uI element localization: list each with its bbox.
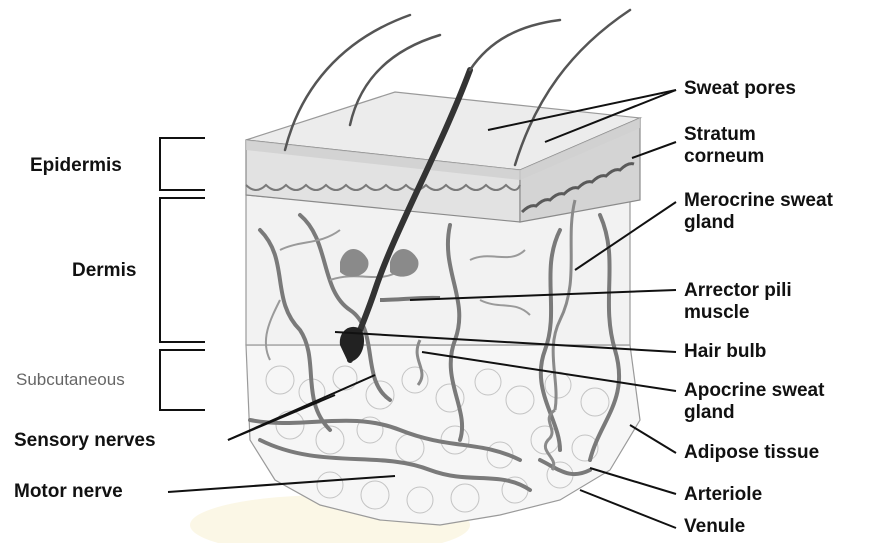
label-venule: Venule xyxy=(684,516,745,538)
label-arrector-pili-muscle: Arrector pili muscle xyxy=(684,280,792,324)
label-stratum-corneum: Stratum corneum xyxy=(684,124,764,168)
label-apocrine-line1: Apocrine sweat xyxy=(684,380,824,402)
label-merocrine-sweat-gland: Merocrine sweat gland xyxy=(684,190,833,234)
label-epidermis: Epidermis xyxy=(30,155,122,177)
label-apocrine-sweat-gland: Apocrine sweat gland xyxy=(684,380,824,424)
label-arteriole: Arteriole xyxy=(684,484,762,506)
label-arrector-line1: Arrector pili xyxy=(684,280,792,302)
label-arrector-line2: muscle xyxy=(684,302,792,324)
label-stratum-corneum-line2: corneum xyxy=(684,146,764,168)
label-merocrine-line1: Merocrine sweat xyxy=(684,190,833,212)
label-adipose-tissue: Adipose tissue xyxy=(684,442,819,464)
label-hair-bulb: Hair bulb xyxy=(684,341,766,363)
label-subcutaneous: Subcutaneous xyxy=(16,369,125,391)
label-merocrine-line2: gland xyxy=(684,212,833,234)
label-sensory-nerves: Sensory nerves xyxy=(14,430,156,452)
label-motor-nerve: Motor nerve xyxy=(14,481,123,503)
label-sweat-pores: Sweat pores xyxy=(684,78,796,100)
label-apocrine-line2: gland xyxy=(684,402,824,424)
label-dermis: Dermis xyxy=(72,260,136,282)
bracket-marks xyxy=(160,138,205,410)
label-stratum-corneum-line1: Stratum xyxy=(684,124,764,146)
